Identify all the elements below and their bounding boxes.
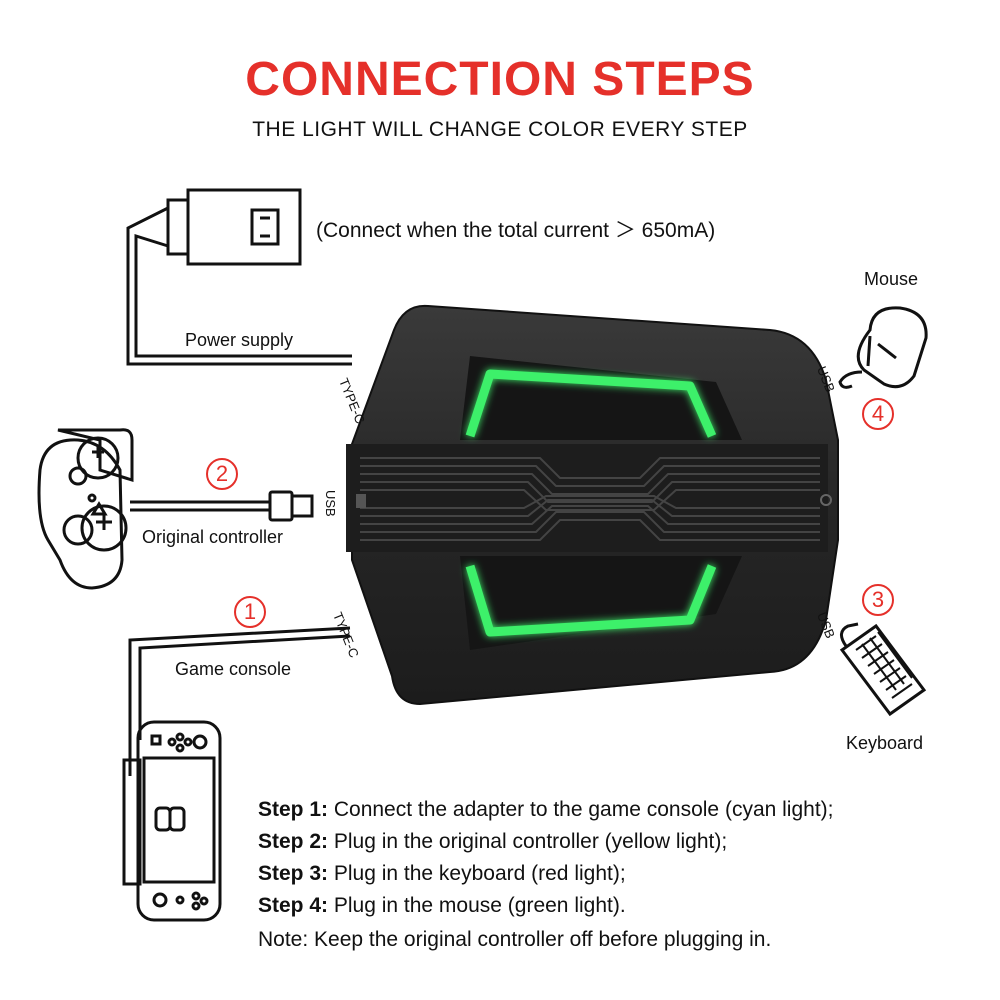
step-2-badge: 2 [206,458,238,490]
step-3-badge: 3 [862,584,894,616]
adapter-device [346,304,839,706]
usb-plug-icon [268,490,314,522]
step-line-3: Step 3: Plug in the keyboard (red light)… [258,862,626,885]
led-light-top [465,369,717,438]
power-supply-label: Power supply [185,330,294,350]
led-light-bottom [465,564,717,637]
step-1-badge: 1 [234,596,266,628]
controller-label: Original controller [142,527,284,547]
step-line-2: Step 2: Plug in the original controller … [258,830,728,853]
gamepad-icon [37,428,134,590]
power-plug-icon [126,188,352,366]
step-4-badge: 4 [862,398,894,430]
mouse-icon [838,306,928,389]
steps-list: Step 1: Connect the adapter to the game … [258,794,833,922]
switch-console-icon [122,626,351,922]
keyboard-label: Keyboard [846,733,924,753]
current-note: (Connect when the total current ＞ 650mA) [316,219,716,242]
page-title: CONNECTION STEPS [245,53,755,106]
footer-note: Note: Keep the original controller off b… [258,928,772,951]
page-subtitle: THE LIGHT WILL CHANGE COLOR EVERY STEP [252,118,748,141]
keyboard-icon [839,622,927,717]
step-line-4: Step 4: Plug in the mouse (green light). [258,894,626,917]
console-label: Game console [175,659,292,679]
mouse-label: Mouse [864,269,919,289]
controller-port-label: USB [323,490,338,517]
step-line-1: Step 1: Connect the adapter to the game … [258,798,834,821]
